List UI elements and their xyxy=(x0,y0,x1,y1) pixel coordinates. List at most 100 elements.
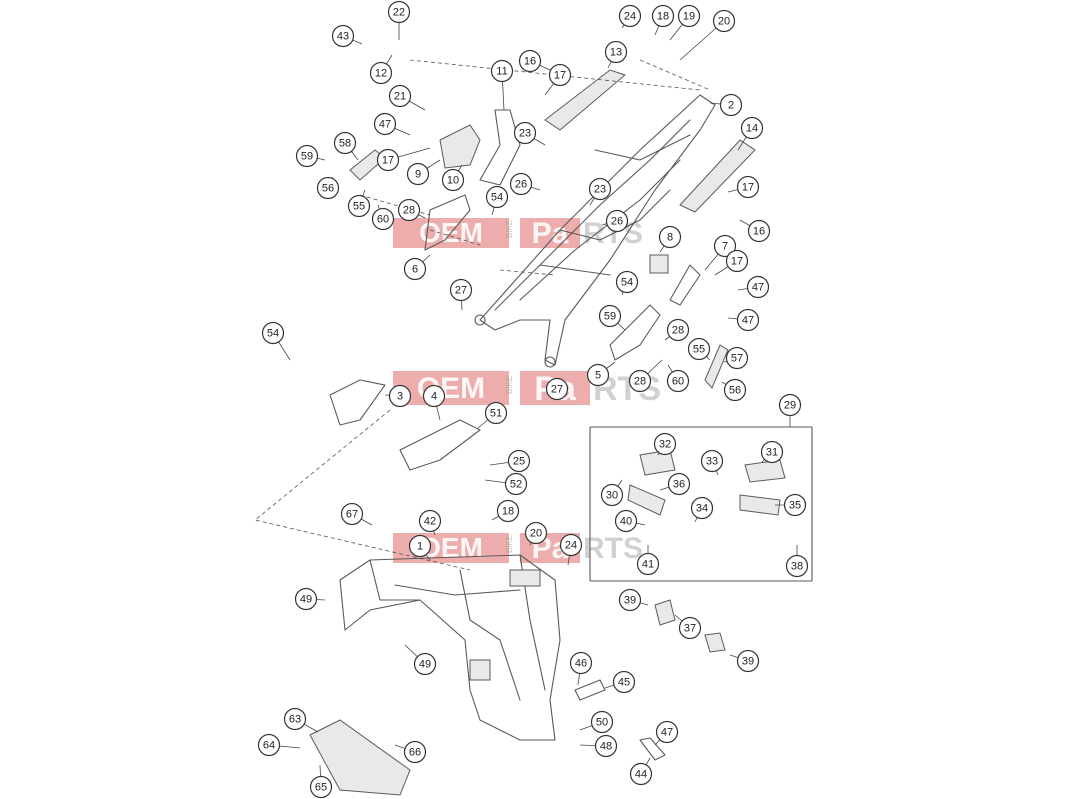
callout-c16a: 16 xyxy=(518,49,551,73)
callout-c20b: 20 xyxy=(524,521,548,546)
callout-c27b: 27 xyxy=(545,377,569,401)
callout-label: 18 xyxy=(502,506,514,518)
callout-label: 19 xyxy=(683,11,695,23)
callout-c49a: 49 xyxy=(294,587,326,611)
callout-circle xyxy=(388,384,412,408)
callout-label: 23 xyxy=(594,184,606,196)
cover-part-14 xyxy=(679,139,756,213)
callout-circle xyxy=(485,185,509,209)
callout-c27a: 27 xyxy=(449,278,473,311)
callout-c26a: 26 xyxy=(509,172,541,196)
callout-c21: 21 xyxy=(388,84,426,111)
callout-label: 58 xyxy=(339,138,351,150)
callout-circle xyxy=(524,521,548,545)
callout-label: 26 xyxy=(515,179,527,191)
callout-label: 55 xyxy=(693,344,705,356)
callout-label: 20 xyxy=(530,528,542,540)
callout-circle xyxy=(413,652,437,676)
callout-c42: 42 xyxy=(418,509,442,536)
callout-circle xyxy=(598,304,622,328)
callout-circle xyxy=(309,775,333,799)
callout-c56b: 56 xyxy=(721,378,747,402)
callout-circle xyxy=(725,249,749,273)
callout-c20a: 20 xyxy=(679,9,736,61)
bracket-part-45 xyxy=(574,679,606,701)
hanger-part-6 xyxy=(424,194,471,251)
callout-label: 59 xyxy=(301,151,313,163)
callout-c12: 12 xyxy=(369,54,393,85)
callout-circle xyxy=(615,270,639,294)
svg-text:BIKE: BIKE xyxy=(505,376,514,394)
callout-label: 25 xyxy=(513,456,525,468)
callout-c17c: 17 xyxy=(727,175,760,199)
callout-label: 36 xyxy=(673,479,685,491)
callout-label: 47 xyxy=(742,315,754,327)
callout-c39a: 39 xyxy=(618,588,649,612)
callout-circle xyxy=(740,116,764,140)
svg-text:BIKE: BIKE xyxy=(505,220,514,238)
callout-c13: 13 xyxy=(604,40,628,69)
callout-circle xyxy=(725,346,749,370)
callout-label: 28 xyxy=(672,325,684,337)
callout-label: 17 xyxy=(382,155,394,167)
callout-label: 6 xyxy=(412,264,418,276)
callout-label: 31 xyxy=(766,447,778,459)
watermark-bottom: OEM BIKE Pa RTS xyxy=(393,532,643,565)
callout-c56a: 56 xyxy=(316,176,340,200)
callout-label: 10 xyxy=(447,175,459,187)
callout-circle xyxy=(747,219,771,243)
callout-circle xyxy=(261,321,285,345)
callout-label: 30 xyxy=(606,490,618,502)
footrest-part-57 xyxy=(704,344,729,389)
callout-label: 44 xyxy=(635,769,647,781)
callout-c66: 66 xyxy=(394,740,427,764)
callout-circle xyxy=(618,588,642,612)
callout-c19: 19 xyxy=(669,4,701,41)
callout-c37: 37 xyxy=(674,614,702,640)
callout-c29: 29 xyxy=(778,393,802,427)
callout-c50: 50 xyxy=(579,710,614,734)
callout-label: 43 xyxy=(337,31,349,43)
callout-circle xyxy=(484,401,508,425)
callout-label: 17 xyxy=(742,182,754,194)
callout-label: 21 xyxy=(394,91,406,103)
callout-label: 47 xyxy=(752,282,764,294)
callout-circle xyxy=(509,172,533,196)
callout-c25: 25 xyxy=(489,449,531,473)
callout-circle xyxy=(569,651,593,675)
callout-c43: 43 xyxy=(331,24,363,48)
callout-c64: 64 xyxy=(257,733,301,757)
callout-c34: 34 xyxy=(690,496,714,523)
callout-label: 16 xyxy=(524,56,536,68)
callout-label: 14 xyxy=(746,123,758,135)
callout-circle xyxy=(406,162,430,186)
callout-label: 41 xyxy=(642,559,654,571)
callout-c3: 3 xyxy=(384,384,412,408)
callout-c33: 33 xyxy=(700,449,724,476)
callout-c28a: 28 xyxy=(397,198,426,222)
callout-c17b: 17 xyxy=(376,147,431,172)
callout-c1: 1 xyxy=(408,534,432,561)
callout-circle xyxy=(629,762,653,786)
callout-label: 17 xyxy=(731,256,743,268)
callout-c8: 8 xyxy=(658,225,682,253)
svg-text:RTS: RTS xyxy=(583,532,643,565)
callout-label: 67 xyxy=(346,509,358,521)
callout-circle xyxy=(496,499,520,523)
callout-circle xyxy=(736,308,760,332)
callout-c45: 45 xyxy=(604,670,636,694)
callout-circle xyxy=(331,24,355,48)
callout-label: 7 xyxy=(722,241,728,253)
callout-c65: 65 xyxy=(309,764,333,799)
callout-circle xyxy=(618,4,642,28)
callout-label: 47 xyxy=(661,727,673,739)
callout-c52: 52 xyxy=(484,472,528,496)
callout-circle xyxy=(513,121,537,145)
callout-circle xyxy=(548,63,572,87)
footpeg-part-36 xyxy=(627,484,666,516)
callout-circle xyxy=(418,509,442,533)
callout-c7: 7 xyxy=(704,234,737,271)
rail-part-13 xyxy=(544,69,627,131)
callout-circle xyxy=(283,707,307,731)
